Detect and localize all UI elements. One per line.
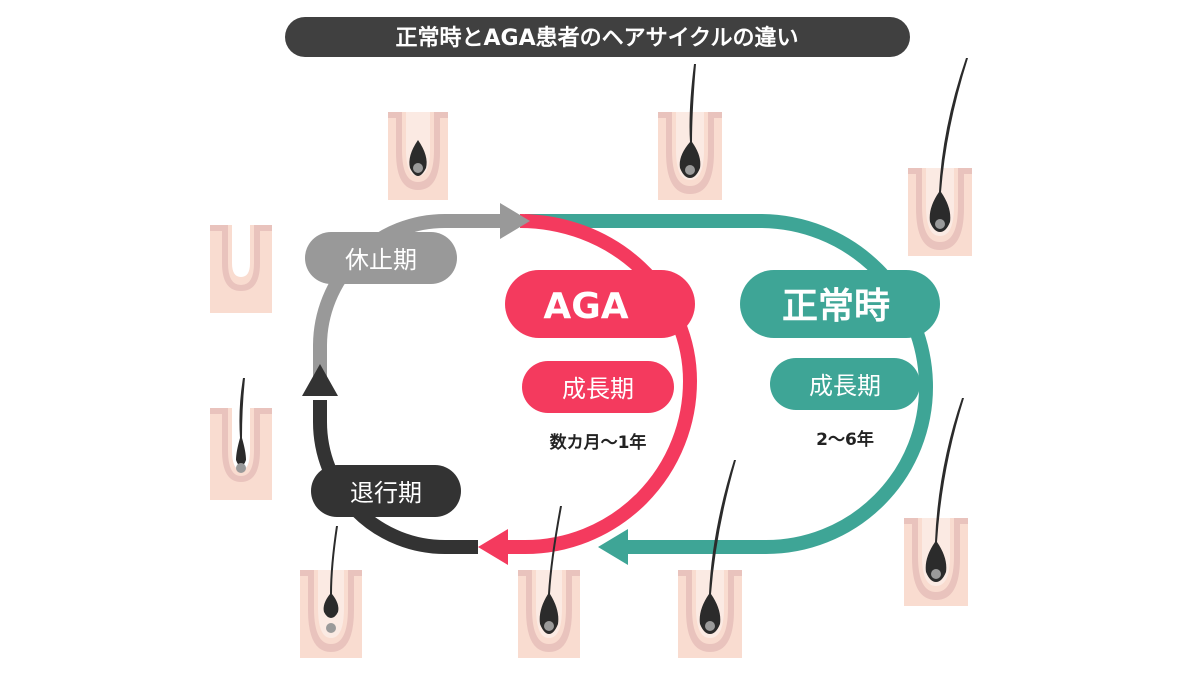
hair-follicle-icon-aga-grown [518, 506, 580, 658]
hair-follicle-icon-regressing [210, 378, 272, 500]
svg-text:成長期: 成長期 [809, 372, 881, 400]
svg-text:成長期: 成長期 [562, 375, 634, 403]
normal-cycle-arrow [525, 214, 934, 554]
svg-text:正常時: 正常時 [782, 286, 890, 327]
aga-cycle-arrow [505, 214, 698, 554]
title-banner: 正常時とAGA患者のヘアサイクルの違い [285, 17, 910, 57]
hair-follicle-icon-long-deep [904, 398, 968, 606]
rest-phase-label: 休止期 [305, 232, 457, 284]
hair-follicle-icon-short [300, 526, 362, 658]
normal-growth-duration: 2〜6年 [816, 429, 874, 450]
hair-follicle-icon-long [908, 58, 972, 256]
aga-growth-label: 成長期 [522, 361, 674, 413]
hair-follicle-icon-new-small [388, 112, 448, 200]
hair-follicle-icon-normal-grown [678, 460, 742, 658]
aga-growth-duration: 数カ月〜1年 [550, 432, 647, 453]
normal-title-label: 正常時 [740, 270, 940, 338]
normal-cycle-arrowhead [598, 529, 628, 565]
page-title: 正常時とAGA患者のヘアサイクルの違い [395, 25, 798, 51]
svg-text:休止期: 休止期 [345, 246, 417, 274]
regress-phase-label: 退行期 [311, 465, 461, 517]
svg-text:退行期: 退行期 [350, 479, 422, 507]
aga-cycle-arrowhead [478, 529, 508, 565]
svg-text:AGA: AGA [543, 286, 628, 327]
hair-follicle-icon-empty [210, 225, 272, 313]
aga-title-label: AGA [505, 270, 695, 338]
rest-phase-arrowhead [500, 203, 530, 239]
hair-follicle-icon-medium [658, 64, 722, 200]
regress-phase-arrowhead [302, 364, 338, 396]
normal-growth-label: 成長期 [770, 358, 920, 410]
